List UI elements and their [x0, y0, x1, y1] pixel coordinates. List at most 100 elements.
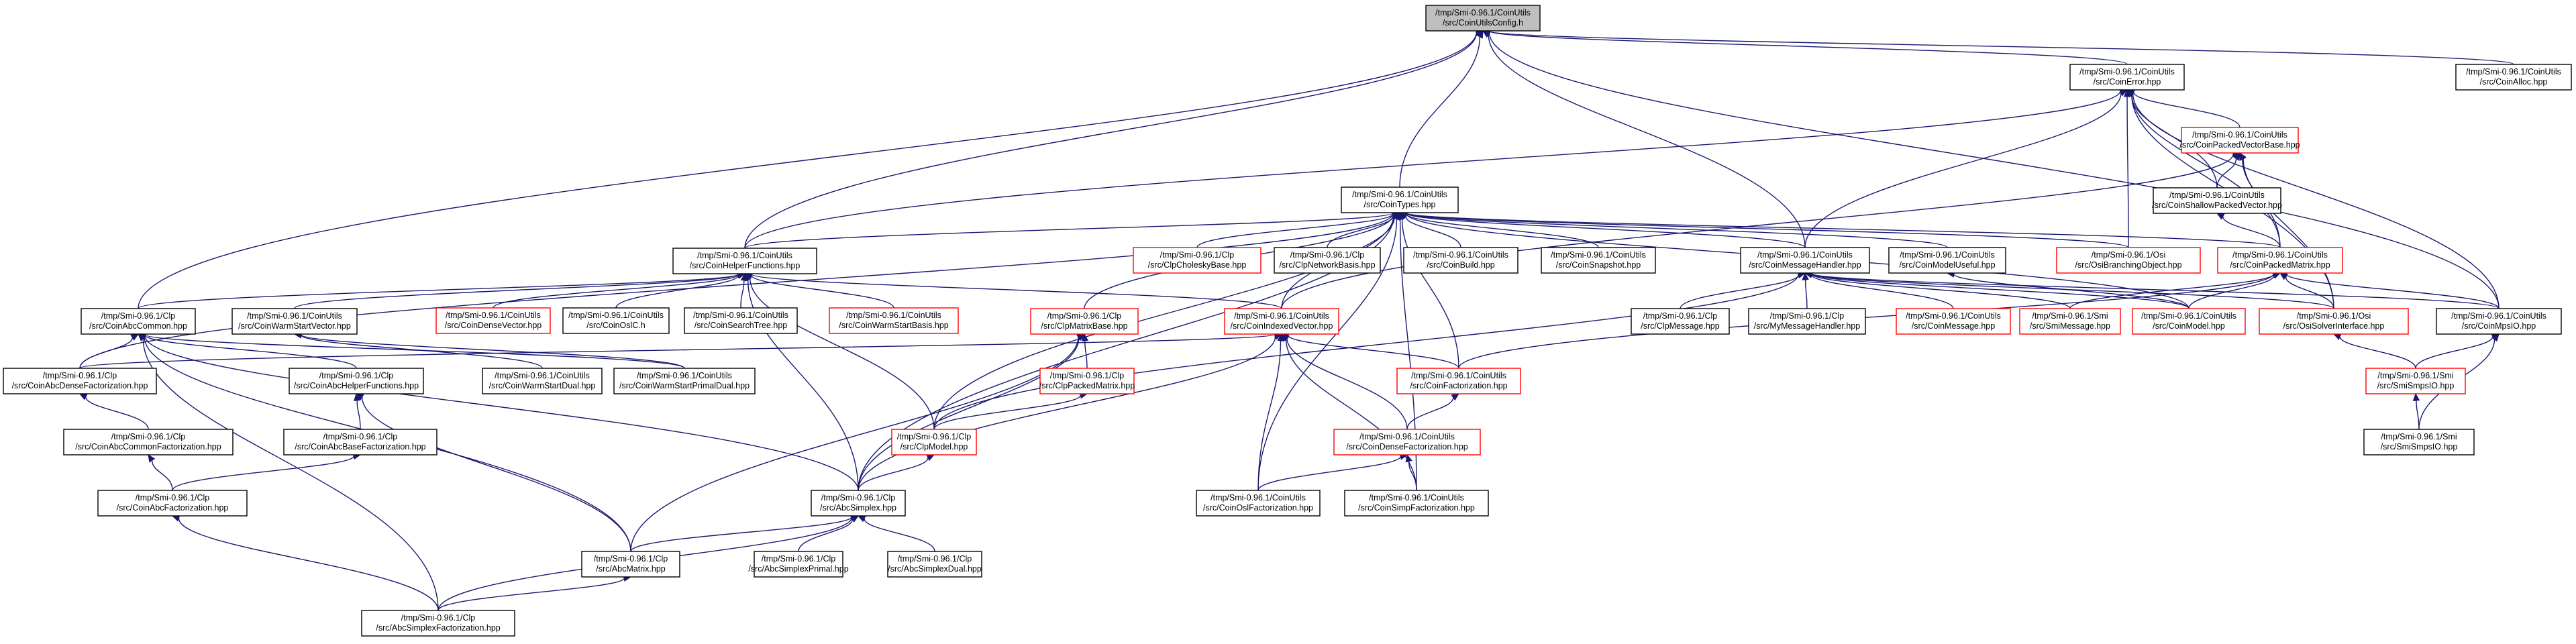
- node-coinfactorization-hpp[interactable]: /tmp/Smi-0.96.1/CoinUtils/src/CoinFactor…: [1396, 368, 1521, 394]
- node-coinmodel-hpp[interactable]: /tmp/Smi-0.96.1/CoinUtils/src/CoinModel.…: [2132, 308, 2246, 335]
- node-abcsimplexprimal-hpp[interactable]: /tmp/Smi-0.96.1/Clp/src/AbcSimplexPrimal…: [748, 551, 849, 578]
- node-box[interactable]: [754, 551, 843, 578]
- node-box[interactable]: [684, 307, 798, 334]
- node-box[interactable]: [2153, 187, 2281, 214]
- node-coinpackedmatrix-hpp[interactable]: /tmp/Smi-0.96.1/CoinUtils/src/CoinPacked…: [2217, 247, 2343, 274]
- node-coinmessagehandler-hpp[interactable]: /tmp/Smi-0.96.1/CoinUtils/src/CoinMessag…: [1740, 247, 1870, 274]
- node-coinpackedvectorbase-hpp[interactable]: /tmp/Smi-0.96.1/CoinUtils/src/CoinPacked…: [2179, 127, 2300, 154]
- node-box[interactable]: [1039, 368, 1135, 394]
- node-box[interactable]: [1030, 308, 1139, 335]
- node-abcsimplex-hpp[interactable]: /tmp/Smi-0.96.1/Clp/src/AbcSimplex.hpp: [811, 490, 906, 517]
- node-box[interactable]: [289, 368, 424, 394]
- node-coinsnapshot-hpp[interactable]: /tmp/Smi-0.96.1/CoinUtils/src/CoinSnapsh…: [1541, 247, 1656, 274]
- node-clppackedmatrix-hpp[interactable]: /tmp/Smi-0.96.1/Clp/src/ClpPackedMatrix.…: [1039, 368, 1135, 394]
- node-box[interactable]: [1631, 308, 1730, 335]
- node-box[interactable]: [581, 551, 680, 578]
- node-box[interactable]: [829, 307, 959, 334]
- node-box[interactable]: [2217, 247, 2343, 274]
- node-mymessagehandler-hpp[interactable]: /tmp/Smi-0.96.1/Clp/src/MyMessageHandler…: [1748, 308, 1866, 335]
- node-box[interactable]: [2259, 308, 2409, 335]
- node-box[interactable]: [283, 429, 437, 455]
- node-box[interactable]: [231, 308, 358, 335]
- node-box[interactable]: [1748, 308, 1866, 335]
- node-cointypes-hpp[interactable]: /tmp/Smi-0.96.1/CoinUtils/src/CoinTypes.…: [1341, 186, 1459, 213]
- node-abcsimplexdual-hpp[interactable]: /tmp/Smi-0.96.1/Clp/src/AbcSimplexDual.h…: [887, 551, 982, 578]
- node-coinoslc-h[interactable]: /tmp/Smi-0.96.1/CoinUtils/src/CoinOslC.h: [562, 307, 670, 334]
- node-coinabccommonfactorization-hpp[interactable]: /tmp/Smi-0.96.1/Clp/src/CoinAbcCommonFac…: [63, 429, 234, 455]
- node-box[interactable]: [613, 368, 756, 394]
- node-box[interactable]: [2019, 308, 2121, 335]
- node-smismpsio-hpp[interactable]: /tmp/Smi-0.96.1/Smi/src/SmiSmpsIO.hpp: [2363, 429, 2475, 455]
- node-coinsearchtree-hpp[interactable]: /tmp/Smi-0.96.1/CoinUtils/src/CoinSearch…: [684, 307, 798, 334]
- node-coinshallowpackedvector-hpp[interactable]: /tmp/Smi-0.96.1/CoinUtils/src/CoinShallo…: [2152, 187, 2282, 214]
- node-box[interactable]: [887, 551, 982, 578]
- node-coinabcdensefactorization-hpp[interactable]: /tmp/Smi-0.96.1/Clp/src/CoinAbcDenseFact…: [3, 368, 157, 394]
- node-box[interactable]: [1541, 247, 1656, 274]
- node-box[interactable]: [891, 429, 977, 455]
- node-box[interactable]: [1344, 490, 1489, 517]
- node-box[interactable]: [2069, 64, 2185, 91]
- node-coinerror-hpp[interactable]: /tmp/Smi-0.96.1/CoinUtils/src/CoinError.…: [2069, 64, 2185, 91]
- node-coinsimpfactorization-hpp[interactable]: /tmp/Smi-0.96.1/CoinUtils/src/CoinSimpFa…: [1344, 490, 1489, 517]
- node-coinabcbasefactorization-hpp[interactable]: /tmp/Smi-0.96.1/Clp/src/CoinAbcBaseFacto…: [283, 429, 437, 455]
- node-box[interactable]: [1274, 247, 1381, 274]
- node-box[interactable]: [1888, 247, 2006, 274]
- node-clpmatrixbase-hpp[interactable]: /tmp/Smi-0.96.1/Clp/src/ClpMatrixBase.hp…: [1030, 308, 1139, 335]
- node-box[interactable]: [1133, 247, 1261, 274]
- node-box[interactable]: [81, 308, 196, 335]
- node-coinabcfactorization-hpp[interactable]: /tmp/Smi-0.96.1/Clp/src/CoinAbcFactoriza…: [97, 490, 248, 517]
- node-coinindexedvector-hpp[interactable]: /tmp/Smi-0.96.1/CoinUtils/src/CoinIndexe…: [1224, 308, 1339, 335]
- node-box[interactable]: [2363, 429, 2475, 455]
- node-coinwarmstartdual-hpp[interactable]: /tmp/Smi-0.96.1/CoinUtils/src/CoinWarmSt…: [482, 368, 603, 394]
- node-box[interactable]: [2436, 308, 2562, 335]
- node-coinutilsconfig-h[interactable]: /tmp/Smi-0.96.1/CoinUtils/src/CoinUtilsC…: [1425, 5, 1541, 32]
- node-coinalloc-hpp[interactable]: /tmp/Smi-0.96.1/CoinUtils/src/CoinAlloc.…: [2455, 64, 2572, 91]
- node-coindensevector-hpp[interactable]: /tmp/Smi-0.96.1/CoinUtils/src/CoinDenseV…: [435, 307, 551, 334]
- node-box[interactable]: [1333, 429, 1481, 455]
- node-coinabchelperfunctions-hpp[interactable]: /tmp/Smi-0.96.1/Clp/src/CoinAbcHelperFun…: [289, 368, 424, 394]
- node-box[interactable]: [1425, 5, 1541, 32]
- node-smismpsio-hpp[interactable]: /tmp/Smi-0.96.1/Smi/src/SmiSmpsIO.hpp: [2365, 368, 2466, 394]
- node-coindensefactorization-hpp[interactable]: /tmp/Smi-0.96.1/CoinUtils/src/CoinDenseF…: [1333, 429, 1481, 455]
- node-box[interactable]: [562, 307, 670, 334]
- node-abcmatrix-hpp[interactable]: /tmp/Smi-0.96.1/Clp/src/AbcMatrix.hpp: [581, 551, 680, 578]
- node-box[interactable]: [1740, 247, 1870, 274]
- node-coinabccommon-hpp[interactable]: /tmp/Smi-0.96.1/Clp/src/CoinAbcCommon.hp…: [81, 308, 196, 335]
- node-box[interactable]: [63, 429, 234, 455]
- node-smimessage-hpp[interactable]: /tmp/Smi-0.96.1/Smi/src/SmiMessage.hpp: [2019, 308, 2121, 335]
- node-box[interactable]: [2056, 247, 2201, 274]
- node-box[interactable]: [2365, 368, 2466, 394]
- node-box[interactable]: [2455, 64, 2572, 91]
- node-coinwarmstartbasis-hpp[interactable]: /tmp/Smi-0.96.1/CoinUtils/src/CoinWarmSt…: [829, 307, 959, 334]
- node-coinmodeluseful-hpp[interactable]: /tmp/Smi-0.96.1/CoinUtils/src/CoinModelU…: [1888, 247, 2006, 274]
- node-coinhelperfunctions-hpp[interactable]: /tmp/Smi-0.96.1/CoinUtils/src/CoinHelper…: [672, 248, 817, 274]
- node-clpmodel-hpp[interactable]: /tmp/Smi-0.96.1/Clp/src/ClpModel.hpp: [891, 429, 977, 455]
- node-box[interactable]: [1224, 308, 1339, 335]
- node-coinwarmstartprimaldual-hpp[interactable]: /tmp/Smi-0.96.1/CoinUtils/src/CoinWarmSt…: [613, 368, 756, 394]
- node-coinmpsio-hpp[interactable]: /tmp/Smi-0.96.1/CoinUtils/src/CoinMpsIO.…: [2436, 308, 2562, 335]
- node-coinbuild-hpp[interactable]: /tmp/Smi-0.96.1/CoinUtils/src/CoinBuild.…: [1403, 247, 1518, 274]
- node-clpmessage-hpp[interactable]: /tmp/Smi-0.96.1/Clp/src/ClpMessage.hpp: [1631, 308, 1730, 335]
- node-box[interactable]: [435, 307, 551, 334]
- node-box[interactable]: [3, 368, 157, 394]
- node-box[interactable]: [2132, 308, 2246, 335]
- node-clpcholeskybase-hpp[interactable]: /tmp/Smi-0.96.1/Clp/src/ClpCholeskyBase.…: [1133, 247, 1261, 274]
- node-clpnetworkbasis-hpp[interactable]: /tmp/Smi-0.96.1/Clp/src/ClpNetworkBasis.…: [1274, 247, 1381, 274]
- node-box[interactable]: [1403, 247, 1518, 274]
- node-box[interactable]: [1196, 490, 1321, 517]
- node-box[interactable]: [811, 490, 906, 517]
- node-box[interactable]: [1396, 368, 1521, 394]
- node-coinoslfactorization-hpp[interactable]: /tmp/Smi-0.96.1/CoinUtils/src/CoinOslFac…: [1196, 490, 1321, 517]
- node-box[interactable]: [672, 248, 817, 274]
- node-box[interactable]: [1896, 308, 2011, 335]
- node-coinwarmstartvector-hpp[interactable]: /tmp/Smi-0.96.1/CoinUtils/src/CoinWarmSt…: [231, 308, 358, 335]
- node-box[interactable]: [361, 610, 515, 637]
- node-box[interactable]: [2181, 127, 2299, 154]
- node-coinmessage-hpp[interactable]: /tmp/Smi-0.96.1/CoinUtils/src/CoinMessag…: [1896, 308, 2011, 335]
- node-osisolverinterface-hpp[interactable]: /tmp/Smi-0.96.1/Osi/src/OsiSolverInterfa…: [2259, 308, 2409, 335]
- node-box[interactable]: [97, 490, 248, 517]
- node-osibranchingobject-hpp[interactable]: /tmp/Smi-0.96.1/Osi/src/OsiBranchingObje…: [2056, 247, 2201, 274]
- node-box[interactable]: [1341, 186, 1459, 213]
- node-abcsimplexfactorization-hpp[interactable]: /tmp/Smi-0.96.1/Clp/src/AbcSimplexFactor…: [361, 610, 515, 637]
- node-box[interactable]: [482, 368, 603, 394]
